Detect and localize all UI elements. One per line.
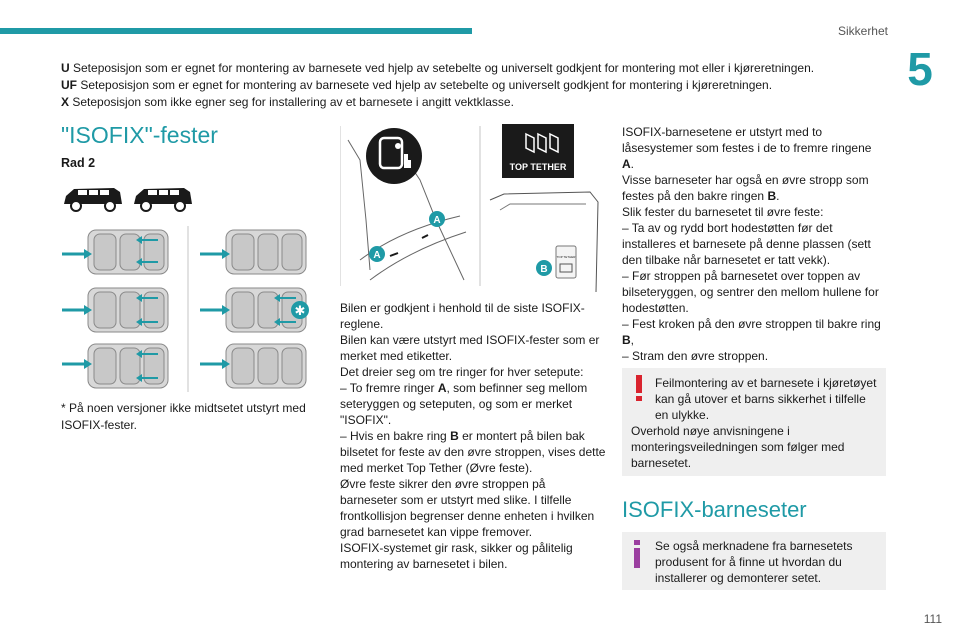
footnote: * På noen versjoner ikke midtsetet utsty… — [61, 401, 306, 432]
paragraph: Det dreier seg om tre ringer for hver se… — [340, 365, 584, 379]
list-item: – To fremre ringer A, som befinner seg m… — [340, 381, 588, 427]
svg-text:TOP TETHER: TOP TETHER — [510, 162, 567, 172]
tether-anchor-plate — [555, 245, 577, 279]
isofix-description: Bilen er godkjent i henhold til de siste… — [340, 300, 606, 572]
isofix-heading: "ISOFIX"-fester — [61, 122, 218, 148]
paragraph: Bilen er godkjent i henhold til de siste… — [340, 301, 585, 331]
legend-item-x: X Seteposisjon som ikke egner seg for in… — [61, 95, 514, 109]
paragraph: ISOFIX-systemet gir rask, sikker og påli… — [340, 541, 573, 571]
isofix-child-seat-icon — [366, 128, 422, 184]
paragraph: Slik fester du barnesetet til øvre feste… — [622, 205, 824, 219]
warning-text: Feilmontering av et barnesete i kjøretøy… — [655, 376, 877, 422]
anchor-marker-b — [536, 260, 552, 276]
seat-layout-left — [62, 229, 169, 389]
paragraph: ISOFIX-barnesetene er utstyrt med to lås… — [622, 125, 872, 171]
list-item: – Ta av og rydd bort hodestøtten før det… — [622, 221, 871, 267]
legend-item-uf: UF Seteposisjon som er egnet for monteri… — [61, 78, 773, 92]
svg-text:A: A — [433, 215, 440, 226]
exclamation-icon — [636, 375, 642, 401]
paragraph: Øvre feste sikrer den øvre stroppen på b… — [340, 477, 595, 539]
isofix-seats-heading: ISOFIX-barneseter — [622, 497, 807, 522]
svg-text:A: A — [373, 250, 380, 261]
info-icon — [634, 540, 640, 568]
svg-text:✱: ✱ — [295, 304, 306, 319]
row-label: Rad 2 — [61, 156, 96, 170]
asterisk-icon — [291, 301, 309, 319]
car-icon — [134, 188, 192, 212]
anchor-marker-a — [429, 211, 445, 227]
info-box: Se også merknadene fra barnesetets produ… — [622, 532, 886, 590]
section-title: Sikkerhet — [837, 24, 888, 38]
top-tether-label — [502, 124, 574, 178]
isofix-anchor-figure: A A TOP TETHER TOP TETHER B — [340, 124, 599, 292]
seat-layout-right: ✱ — [198, 229, 309, 389]
list-item: – Stram den øvre stroppen. — [622, 349, 769, 363]
tether-instructions: ISOFIX-barnesetene er utstyrt med to lås… — [622, 124, 886, 364]
legend-item-u: U Seteposisjon som er egnet for monterin… — [61, 61, 815, 75]
paragraph: Bilen kan være utstyrt med ISOFIX-fester… — [340, 333, 600, 363]
list-item: – Hvis en bakre ring B er montert på bil… — [340, 429, 606, 475]
list-item: – Før stroppen på barnesetet over toppen… — [622, 269, 879, 315]
warning-box: Feilmontering av et barnesete i kjøretøy… — [622, 368, 886, 476]
svg-text:B: B — [540, 264, 547, 275]
info-text: Se også merknadene fra barnesetets produ… — [655, 539, 853, 585]
car-silhouettes — [64, 188, 192, 212]
warning-text: Overhold nøye anvisningene i monteringsv… — [631, 424, 845, 470]
header-accent-bar — [0, 28, 472, 34]
anchor-marker-a — [369, 246, 385, 262]
seat-diagrams: ✱ — [62, 226, 309, 392]
car-icon — [64, 188, 122, 212]
svg-text:TOP TETHER: TOP TETHER — [557, 255, 577, 259]
list-item: – Fest kroken på den øvre stroppen til b… — [622, 317, 881, 347]
chapter-number: 5 — [907, 43, 933, 95]
page-number: 111 — [923, 612, 942, 626]
paragraph: Visse barneseter har også en øvre stropp… — [622, 173, 869, 203]
legend: U Seteposisjon som er egnet for monterin… — [61, 60, 841, 111]
